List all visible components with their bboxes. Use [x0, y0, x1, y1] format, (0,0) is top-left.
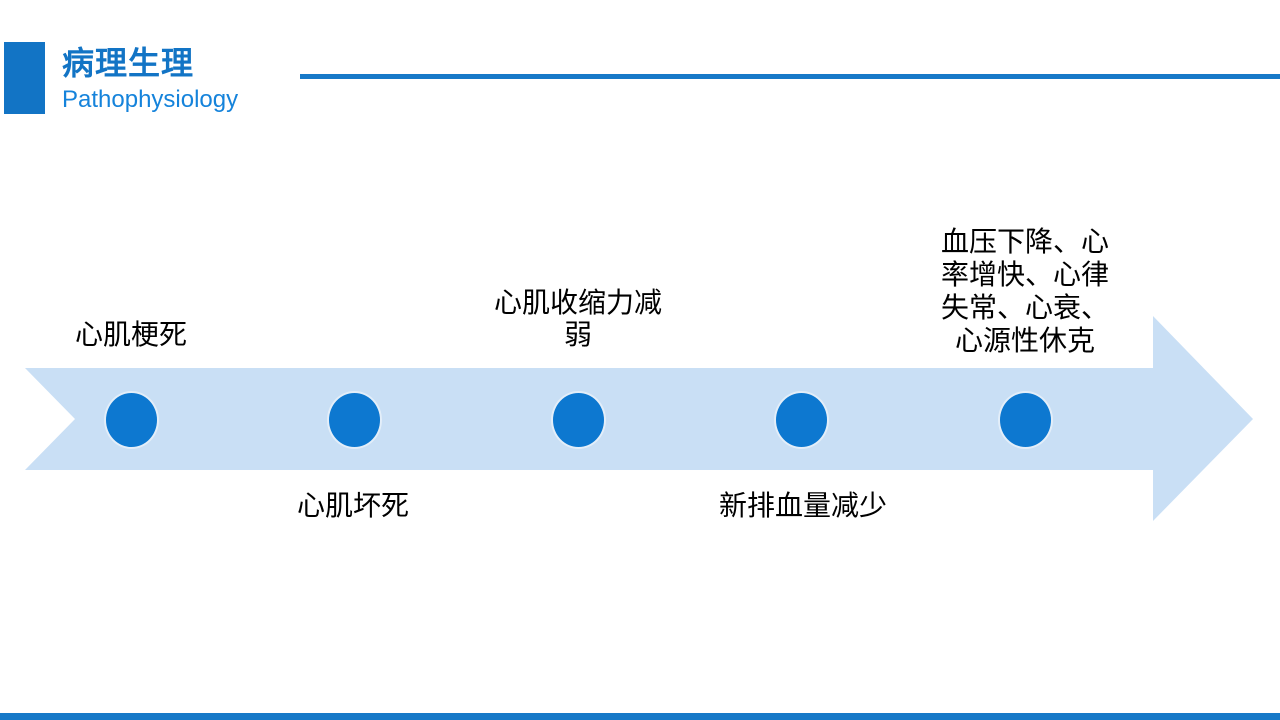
- bottom-accent-bar: [0, 713, 1280, 720]
- timeline-label: 新排血量减少: [718, 490, 887, 521]
- header-divider: [300, 74, 1280, 79]
- timeline-dot: [327, 391, 382, 449]
- timeline-label: 心肌坏死: [296, 490, 409, 521]
- page-subtitle: Pathophysiology: [62, 86, 239, 113]
- accent-square: [4, 42, 45, 114]
- timeline-dot: [998, 391, 1053, 449]
- page-title: 病理生理: [62, 45, 195, 81]
- timeline-dot: [774, 391, 829, 449]
- timeline-label: 心肌梗死: [74, 319, 187, 350]
- timeline-label: 血压下降、心 率增快、心律 失常、心衰、 心源性休克: [940, 226, 1109, 356]
- timeline-dot: [104, 391, 159, 449]
- timeline-dot: [551, 391, 606, 449]
- timeline-label: 心肌收缩力减 弱: [493, 287, 662, 350]
